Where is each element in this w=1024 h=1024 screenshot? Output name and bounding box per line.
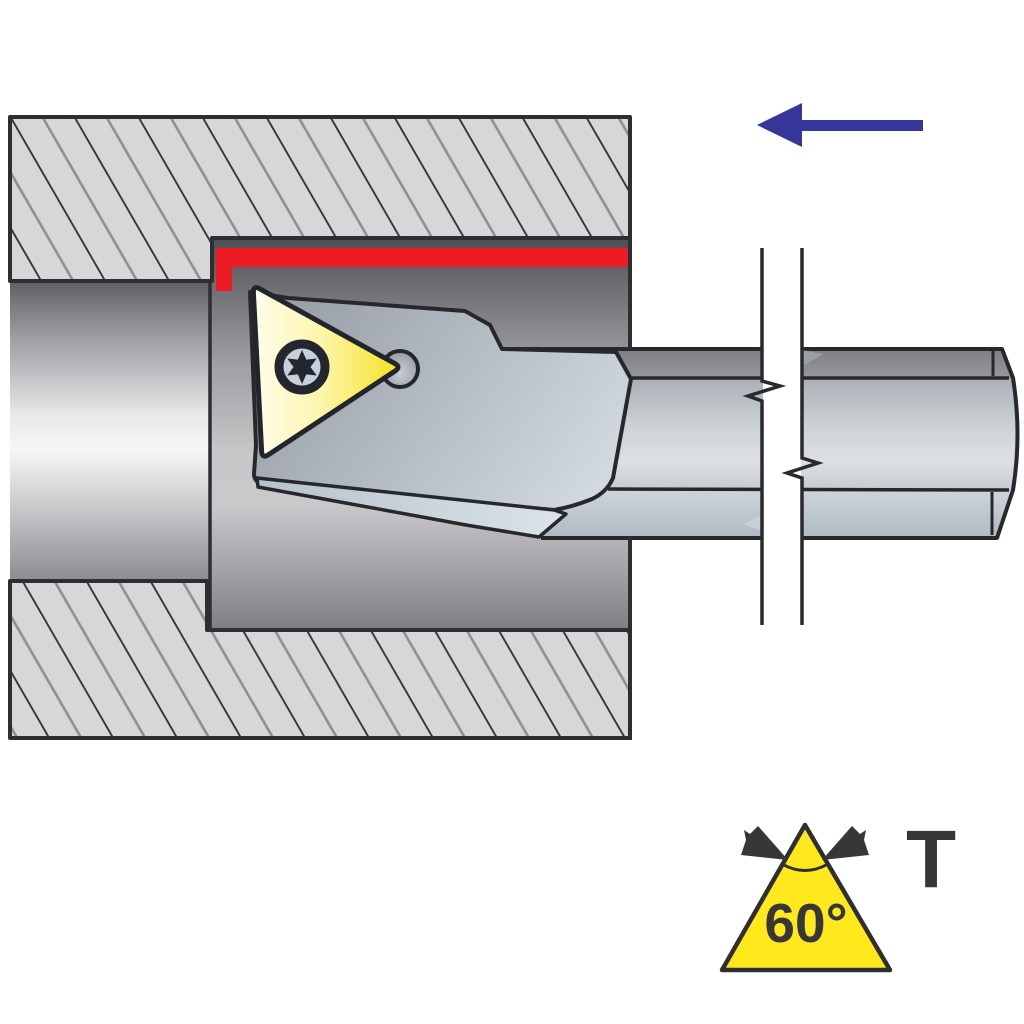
break-jag-bottom [743, 514, 763, 531]
break-jag-top [801, 350, 823, 367]
insert-angle-label: 60° [764, 892, 847, 954]
torx-star [287, 350, 317, 384]
insert-shape-symbol: 60° T [719, 814, 956, 973]
shank-outline [502, 347, 1020, 540]
shank-bottom-facet-line [607, 487, 1010, 492]
feed-direction-arrow-icon [757, 103, 923, 147]
insert-shape-letter: T [906, 814, 956, 905]
symbol-pointer-left-icon [741, 826, 788, 860]
symbol-angle-arc [781, 862, 829, 872]
machined-surface-highlight [216, 248, 630, 291]
break-gap [763, 335, 801, 550]
symbol-triangle-icon [719, 822, 893, 973]
shank-break-symbol [742, 248, 824, 625]
symbol-pointer-right-icon [822, 826, 869, 860]
break-line-left [742, 248, 787, 625]
tool-head-clearance-facet [255, 476, 568, 539]
bore-inner-surface [10, 281, 210, 581]
boring-bar-shank [502, 347, 1020, 540]
torx-screw-icon [274, 339, 330, 395]
break-line-right [781, 248, 824, 625]
